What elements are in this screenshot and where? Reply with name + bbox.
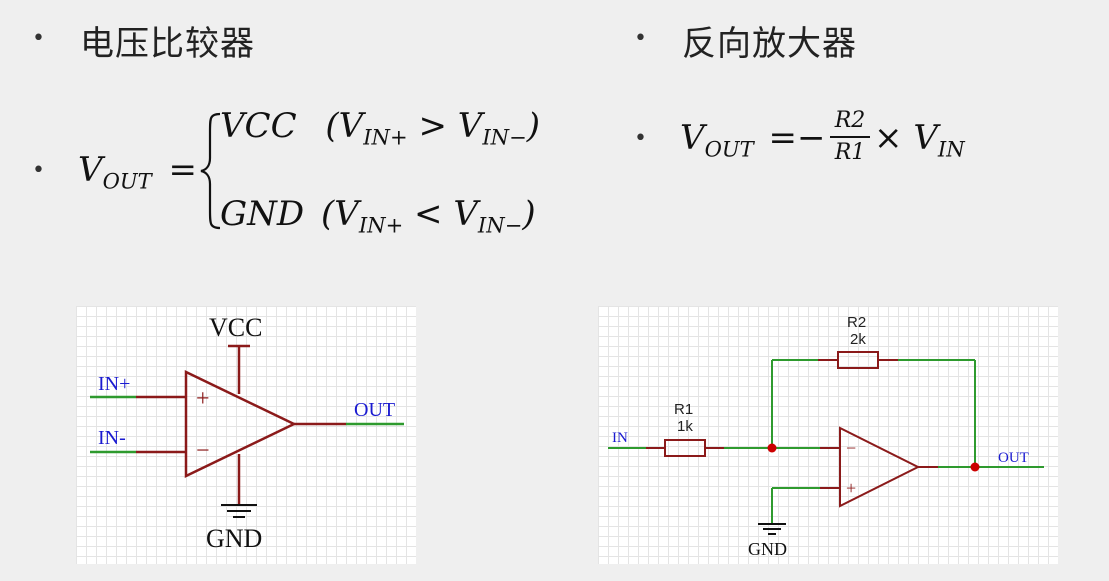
r1-name: R1: [674, 401, 693, 418]
out-label-2: OUT: [998, 450, 1029, 466]
fraction-bar: [830, 136, 870, 138]
r1-value: 1k: [677, 418, 693, 435]
vcc-label: VCC: [209, 313, 262, 342]
bullet-inverting-formula: •: [634, 126, 647, 151]
comparator-formula: VOUT =: [78, 150, 197, 193]
fraction-denominator: R1: [834, 140, 866, 165]
inverting-schematic: R2 2k IN R1 1k − + OUT: [598, 306, 1058, 564]
equals-minus: =−: [768, 118, 826, 158]
comparator-schematic: VCC + − IN+ IN- OUT GND: [76, 306, 416, 564]
opamp-triangle: [184, 370, 297, 478]
plus-sign: +: [196, 386, 210, 412]
vin-sub: IN: [937, 136, 965, 162]
case2-open: (V: [320, 194, 359, 234]
junction-output-node: [970, 462, 980, 472]
case2-op: < V: [403, 194, 478, 234]
comparator-svg: VCC + − IN+ IN- OUT GND: [90, 313, 404, 553]
minus-sign: −: [196, 438, 210, 464]
case1-op: > V: [407, 106, 483, 146]
case-2: GND (VIN+ < VIN−): [220, 194, 536, 237]
case1-value: VCC: [220, 106, 297, 146]
r1-resistor: [664, 439, 706, 457]
case1-close: ): [526, 106, 541, 146]
inverting-title: 反向放大器: [682, 24, 857, 64]
fraction: R2 R1: [830, 108, 870, 166]
in-label: IN: [612, 430, 628, 446]
case2-value: GND: [220, 194, 305, 234]
case-1: VCC (VIN+ > VIN−): [220, 106, 540, 149]
case2-sub2: IN−: [477, 212, 523, 238]
bullet-comparator: •: [32, 26, 45, 51]
ground-symbol: [221, 504, 257, 518]
junction-inverting-node: [767, 443, 777, 453]
case1-sub1: IN+: [363, 124, 408, 150]
equals-sign: =: [168, 150, 197, 190]
in-plus-label: IN+: [98, 373, 130, 395]
vout-sub: OUT: [102, 168, 152, 194]
gnd-label: GND: [206, 524, 262, 553]
r2-resistor: [837, 351, 879, 369]
case1-open: (V: [325, 106, 364, 146]
comparator-title: 电压比较器: [80, 24, 255, 64]
fraction-numerator: R2: [834, 108, 866, 133]
case2-close: ): [522, 194, 536, 234]
in-minus-label: IN-: [98, 427, 126, 449]
times-sign: ×: [874, 118, 903, 158]
minus-sign-2: −: [846, 438, 856, 458]
case2-sub1: IN+: [358, 212, 404, 238]
inverting-formula-rhs: × VIN: [874, 118, 965, 161]
bullet-inverting: •: [634, 26, 647, 51]
out-label: OUT: [354, 399, 395, 421]
gnd-label-2: GND: [748, 539, 787, 559]
ground-symbol-2: [758, 523, 786, 535]
plus-sign-2: +: [846, 478, 856, 498]
vout-var-2: V: [680, 118, 705, 158]
bullet-comparator-formula: •: [32, 158, 45, 183]
r2-value: 2k: [850, 331, 866, 348]
inverting-svg: R2 2k IN R1 1k − + OUT: [608, 314, 1044, 559]
vout-sub-2: OUT: [704, 136, 754, 162]
inverting-formula: VOUT =−: [680, 118, 825, 161]
opamp-triangle-2: [839, 426, 921, 508]
r2-name: R2: [847, 314, 866, 331]
vout-var: V: [78, 150, 103, 190]
case1-sub2: IN−: [482, 124, 527, 150]
vin-var: V: [913, 118, 938, 158]
cases-brace: [200, 112, 221, 230]
